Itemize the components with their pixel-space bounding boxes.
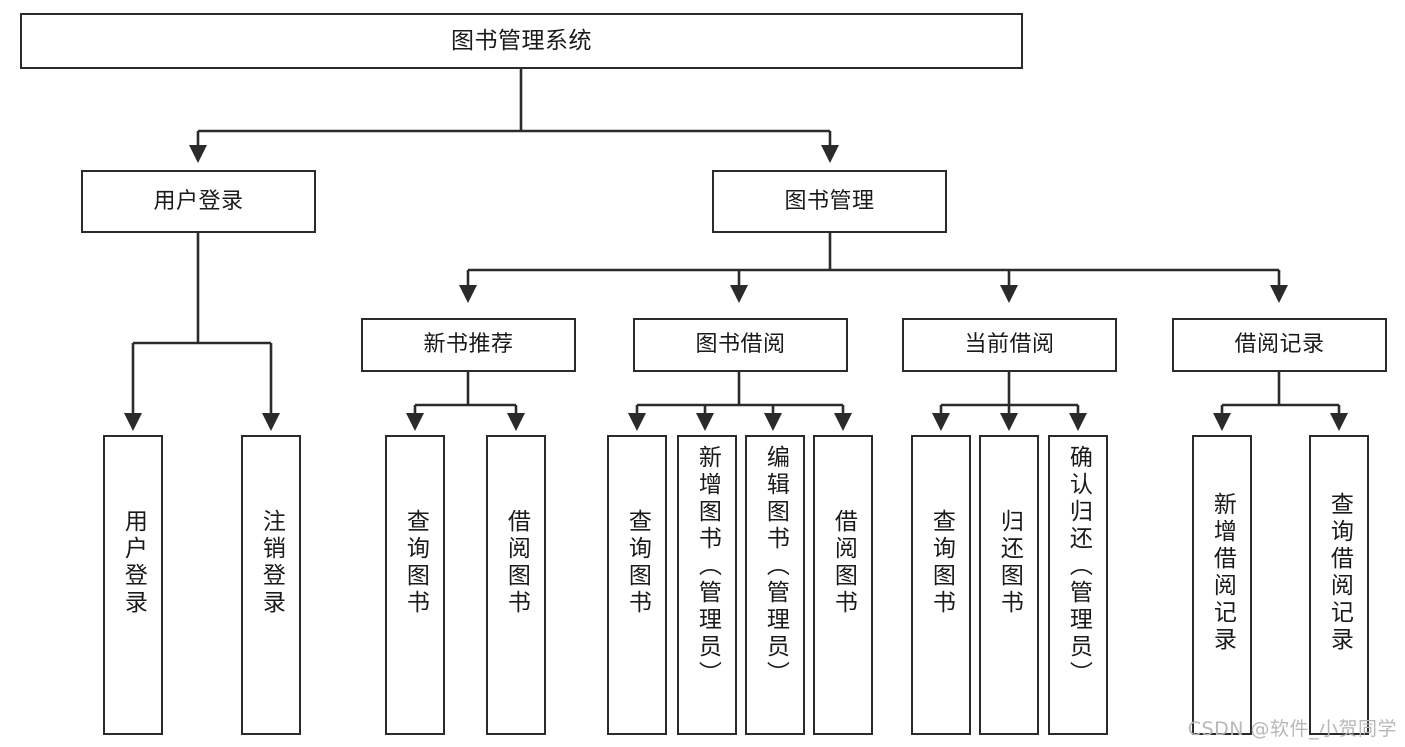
node-leaf-edit-book-label: 编辑图书（管理员） (762, 445, 789, 688)
node-leaf-query-book-1-label: 查询图书 (402, 509, 429, 617)
node-borrow-record-label: 借阅记录 (1234, 332, 1325, 358)
node-leaf-query-book-2[interactable]: 查询图书 (607, 435, 667, 735)
node-leaf-add-record[interactable]: 新增借阅记录 (1192, 435, 1252, 735)
node-leaf-query-book-3[interactable]: 查询图书 (911, 435, 971, 735)
node-borrow-record[interactable]: 借阅记录 (1172, 318, 1387, 372)
node-book-manage-label: 图书管理 (784, 188, 875, 214)
node-book-manage[interactable]: 图书管理 (712, 170, 947, 233)
node-leaf-borrow-book-1-label: 借阅图书 (503, 509, 530, 617)
node-leaf-user-login-label: 用户登录 (120, 509, 147, 617)
node-current-borrow-label: 当前借阅 (964, 332, 1055, 358)
node-leaf-return-book-label: 归还图书 (996, 509, 1023, 617)
node-root-label: 图书管理系统 (451, 27, 592, 54)
node-root[interactable]: 图书管理系统 (20, 13, 1023, 69)
node-book-borrow[interactable]: 图书借阅 (633, 318, 848, 372)
node-leaf-query-record-label: 查询借阅记录 (1326, 492, 1353, 654)
node-current-borrow[interactable]: 当前借阅 (902, 318, 1117, 372)
node-leaf-confirm-return[interactable]: 确认归还（管理员） (1048, 435, 1108, 735)
node-leaf-add-book-label: 新增图书（管理员） (694, 445, 721, 688)
node-user-login-label: 用户登录 (153, 188, 244, 214)
node-leaf-borrow-book-1[interactable]: 借阅图书 (486, 435, 546, 735)
csdn-watermark: CSDN @软件_小贺同学 (1187, 718, 1397, 740)
node-leaf-logout[interactable]: 注销登录 (241, 435, 301, 735)
node-leaf-user-login[interactable]: 用户登录 (103, 435, 163, 735)
node-leaf-query-book-1[interactable]: 查询图书 (385, 435, 445, 735)
node-leaf-query-book-2-label: 查询图书 (624, 509, 651, 617)
node-leaf-borrow-book-2-label: 借阅图书 (830, 509, 857, 617)
node-leaf-add-book[interactable]: 新增图书（管理员） (677, 435, 737, 735)
node-leaf-add-record-label: 新增借阅记录 (1209, 492, 1236, 654)
node-new-book-recommend-label: 新书推荐 (423, 332, 514, 358)
node-user-login[interactable]: 用户登录 (81, 170, 316, 233)
node-book-borrow-label: 图书借阅 (695, 332, 786, 358)
node-leaf-borrow-book-2[interactable]: 借阅图书 (813, 435, 873, 735)
node-leaf-confirm-return-label: 确认归还（管理员） (1065, 445, 1092, 688)
node-leaf-query-book-3-label: 查询图书 (928, 509, 955, 617)
node-new-book-recommend[interactable]: 新书推荐 (361, 318, 576, 372)
node-leaf-query-record[interactable]: 查询借阅记录 (1309, 435, 1369, 735)
node-leaf-logout-label: 注销登录 (258, 509, 285, 617)
node-leaf-return-book[interactable]: 归还图书 (979, 435, 1039, 735)
node-leaf-edit-book[interactable]: 编辑图书（管理员） (745, 435, 805, 735)
